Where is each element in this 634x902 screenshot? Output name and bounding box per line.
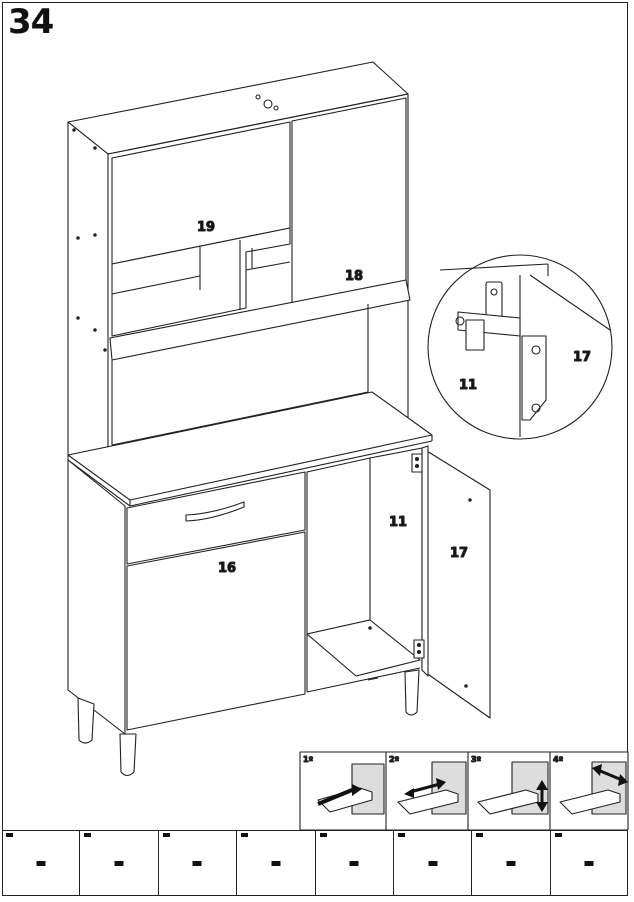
part-label-18: 18 bbox=[345, 269, 363, 284]
part-cell: -- bbox=[316, 831, 394, 896]
step-number: 34 bbox=[8, 2, 54, 42]
part-label-19: 19 bbox=[197, 220, 215, 235]
adjust-step-3: 3º bbox=[471, 755, 482, 764]
hinge-zoom-detail bbox=[427, 254, 613, 440]
part-mark: - bbox=[36, 861, 46, 866]
part-cell: -- bbox=[551, 831, 628, 896]
part-mark: - bbox=[506, 861, 516, 866]
part-mark: - bbox=[349, 861, 359, 866]
part-cell: -- bbox=[80, 831, 159, 896]
parts-list: -- -- -- -- -- -- -- -- bbox=[2, 830, 628, 896]
adjustment-steps bbox=[299, 751, 629, 830]
lower-cabinet bbox=[67, 445, 491, 777]
zoom-label-17: 17 bbox=[573, 350, 591, 365]
part-mark: - bbox=[428, 861, 438, 866]
upper-hutch bbox=[67, 61, 433, 507]
part-label-17: 17 bbox=[450, 546, 468, 561]
adjust-step-1: 1º bbox=[303, 755, 314, 764]
part-mark: - bbox=[584, 861, 594, 866]
part-cell: -- bbox=[394, 831, 473, 896]
part-mark: - bbox=[192, 861, 202, 866]
part-quantity: - bbox=[554, 833, 562, 837]
zoom-label-11: 11 bbox=[459, 378, 477, 393]
part-cell: -- bbox=[2, 831, 81, 896]
part-cell: -- bbox=[472, 831, 551, 896]
adjust-step-4: 4º bbox=[553, 755, 564, 764]
part-quantity: - bbox=[397, 833, 405, 837]
part-label-16: 16 bbox=[218, 561, 236, 576]
part-quantity: - bbox=[6, 833, 13, 837]
part-cell: -- bbox=[237, 831, 316, 896]
part-quantity: - bbox=[162, 833, 170, 837]
part-quantity: - bbox=[241, 833, 249, 837]
part-mark: - bbox=[271, 861, 281, 866]
part-quantity: - bbox=[319, 833, 327, 837]
adjust-step-2: 2º bbox=[389, 755, 400, 764]
part-mark: - bbox=[114, 861, 124, 866]
part-quantity: - bbox=[476, 833, 484, 837]
part-label-11: 11 bbox=[389, 515, 407, 530]
part-quantity: - bbox=[84, 833, 92, 837]
part-cell: -- bbox=[159, 831, 238, 896]
assembly-illustration: 19 18 16 11 17 11 17 1º 2º 3º 4º bbox=[67, 61, 629, 830]
